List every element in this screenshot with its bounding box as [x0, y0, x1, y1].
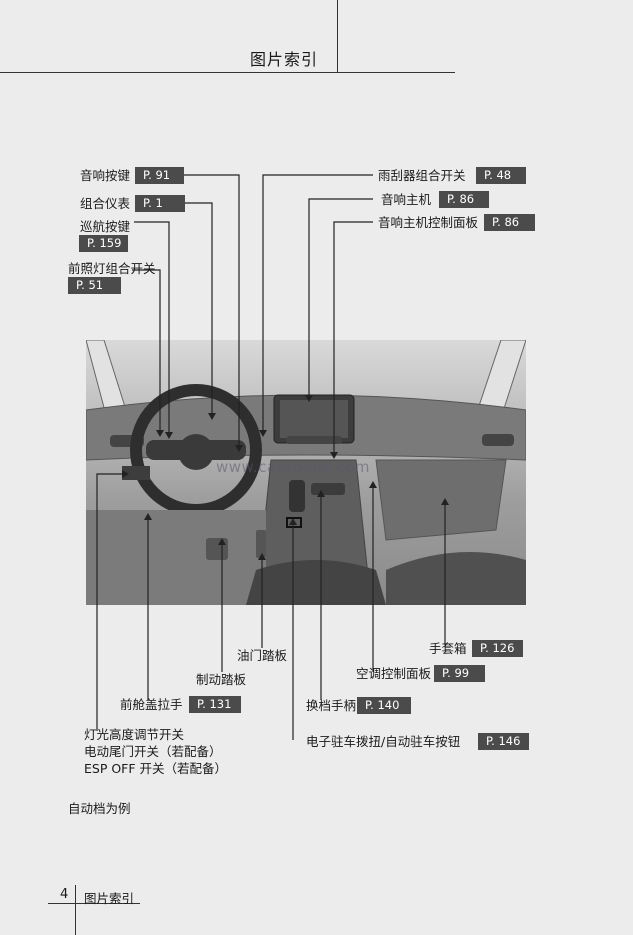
label-esp-off: ESP OFF 开关（若配备） — [84, 761, 228, 776]
label-parking-brake: 电子驻车拨扭/自动驻车按钮 — [306, 734, 461, 749]
watermark: www.carobook.com — [216, 458, 371, 476]
page-ref-parking-brake: P. 146 — [478, 733, 529, 750]
page-ref-headlamp-switch: P. 51 — [68, 277, 121, 294]
footer-divider — [75, 885, 76, 935]
label-headlamp-switch: 前照灯组合开关 — [68, 261, 156, 276]
label-gear-lever: 换档手柄 — [306, 698, 357, 713]
page-ref-gear-lever: P. 140 — [357, 697, 411, 714]
page-ref-hood-handle: P. 131 — [189, 696, 241, 713]
caption: 自动档为例 — [68, 801, 131, 816]
header-rule — [0, 72, 455, 73]
label-audio-panel: 音响主机控制面板 — [378, 215, 479, 230]
page-title: 图片索引 — [250, 50, 319, 69]
page-ref-cluster: P. 1 — [135, 195, 185, 212]
page-number: 4 — [60, 887, 69, 902]
label-glovebox: 手套箱 — [429, 641, 467, 656]
label-wiper-switch: 雨刮器组合开关 — [378, 168, 466, 183]
label-audio-host: 音响主机 — [381, 192, 432, 207]
footer-title: 图片索引 — [84, 891, 135, 906]
label-audio-keys: 音响按键 — [80, 168, 131, 183]
label-brake: 制动踏板 — [196, 672, 247, 687]
label-accelerator: 油门踏板 — [237, 648, 288, 663]
label-cluster: 组合仪表 — [80, 196, 131, 211]
label-hood-handle: 前舱盖拉手 — [120, 697, 183, 712]
page-ref-audio-host: P. 86 — [439, 191, 489, 208]
page-ref-ac-panel: P. 99 — [434, 665, 485, 682]
label-light-height: 灯光高度调节开关 — [84, 727, 185, 742]
page-ref-glovebox: P. 126 — [472, 640, 523, 657]
label-cruise-keys: 巡航按键 — [80, 219, 131, 234]
page-ref-wiper-switch: P. 48 — [476, 167, 526, 184]
header-divider — [337, 0, 338, 73]
page-ref-audio-keys: P. 91 — [135, 167, 184, 184]
label-tailgate: 电动尾门开关（若配备） — [84, 744, 222, 759]
page-ref-audio-panel: P. 86 — [484, 214, 535, 231]
label-ac-panel: 空调控制面板 — [356, 666, 432, 681]
page-ref-cruise-keys: P. 159 — [79, 235, 128, 252]
footer-rule — [48, 903, 140, 904]
